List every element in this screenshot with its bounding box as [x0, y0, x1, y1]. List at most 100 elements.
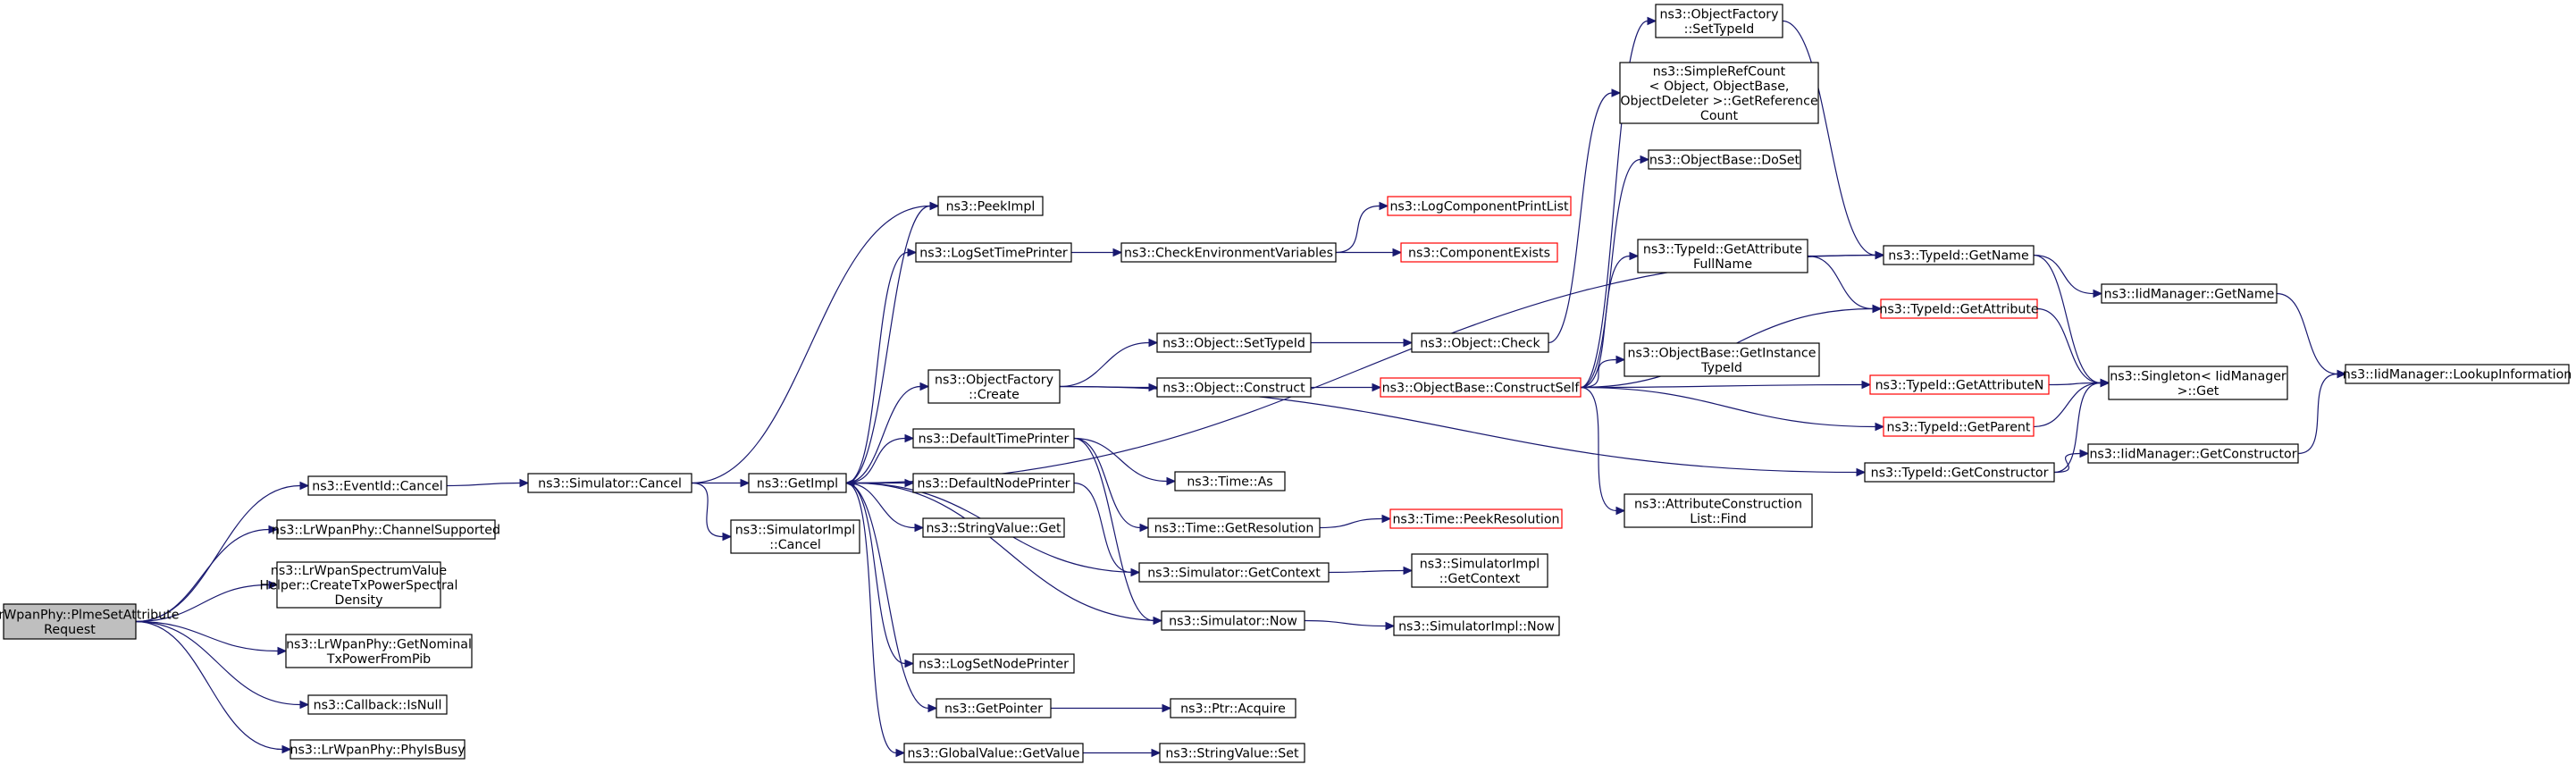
node-label: ns3::ObjectFactory	[1660, 7, 1779, 21]
edge-arrowhead	[1403, 338, 1414, 348]
edge-defaulttimeprinter-to-time-getresolution	[1073, 437, 1150, 533]
node-box	[1389, 508, 1563, 529]
edge-defaulttimeprinter-to-time-as	[1073, 437, 1177, 486]
edge-root-to-get-nominal	[135, 620, 288, 656]
node-simimpl-getcontext[interactable]: ns3::SimulatorImpl::GetContext	[1411, 553, 1548, 588]
node-peekimpl[interactable]: ns3::PeekImpl	[937, 196, 1044, 216]
node-box	[912, 653, 1075, 674]
node-getimpl[interactable]: ns3::GetImpl	[748, 473, 847, 493]
node-typeid-getattribute[interactable]: ns3::TypeId::GetAttribute	[1879, 298, 2039, 319]
node-typeid-getname[interactable]: ns3::TypeId::GetName	[1883, 245, 2035, 265]
node-ptr-acquire[interactable]: ns3::Ptr::Acquire	[1170, 698, 1296, 718]
node-box	[1120, 242, 1337, 263]
node-objectbase-constructself[interactable]: ns3::ObjectBase::ConstructSelf	[1380, 377, 1582, 398]
edge-objectbase-constructself-to-typeid-getparent	[1580, 386, 1885, 432]
node-iidmanager-getname[interactable]: ns3::IidManager::GetName	[2101, 283, 2278, 304]
node-time-as[interactable]: ns3::Time::As	[1174, 471, 1286, 492]
node-logcomponentprintlist[interactable]: ns3::LogComponentPrintList	[1387, 196, 1572, 216]
node-logsetnodeprinter[interactable]: ns3::LogSetNodePrinter	[912, 653, 1075, 674]
node-label: ns3::LogComponentPrintList	[1389, 200, 1569, 214]
node-componentexists[interactable]: ns3::ComponentExists	[1400, 242, 1558, 263]
node-channel-supported[interactable]: ns3::LrWpanPhy::ChannelSupported	[272, 519, 500, 540]
node-label: ns3::GlobalValue::GetValue	[908, 747, 1080, 761]
edge-line	[135, 528, 270, 623]
node-label: ns3::Object::SetTypeId	[1162, 337, 1305, 351]
node-spectrum-helper[interactable]: ns3::LrWpanSpectrumValueHelper::CreateTx…	[260, 561, 458, 609]
node-object-check[interactable]: ns3::Object::Check	[1411, 332, 1549, 353]
node-simimpl-now[interactable]: ns3::SimulatorImpl::Now	[1393, 616, 1560, 636]
edge-line	[845, 482, 929, 710]
node-box	[527, 473, 692, 493]
node-singleton-get[interactable]: ns3::Singleton< IidManager>::Get	[2108, 365, 2288, 400]
edge-object-construct-to-objectbase-constructself	[1311, 382, 1382, 392]
node-objectbase-doset[interactable]: ns3::ObjectBase::DoSet	[1648, 149, 1801, 170]
node-time-getresolution[interactable]: ns3::Time::GetResolution	[1147, 517, 1321, 538]
node-box	[912, 473, 1075, 493]
node-stringvalue-get[interactable]: ns3::StringValue::Get	[922, 517, 1065, 538]
node-box	[1393, 616, 1560, 636]
edge-line	[2297, 373, 2338, 455]
node-object-settypeid[interactable]: ns3::Object::SetTypeId	[1156, 332, 1312, 353]
node-label: ns3::IidManager::LookupInformation	[2343, 368, 2572, 382]
node-label: ns3::ComponentExists	[1408, 247, 1550, 261]
node-simplerefcount[interactable]: ns3::SimpleRefCount< Object, ObjectBase,…	[1619, 62, 1819, 124]
edge-objfactory-create-to-object-settypeid	[1059, 338, 1159, 388]
node-iidmanager-getconstructor[interactable]: ns3::IidManager::GetConstructor	[2087, 443, 2299, 464]
node-stringvalue-set[interactable]: ns3::StringValue::Set	[1159, 743, 1305, 763]
edge-sim-now-to-simimpl-now	[1304, 619, 1396, 631]
node-eventid-cancel[interactable]: ns3::EventId::Cancel	[307, 475, 448, 496]
edge-line	[2036, 307, 2102, 384]
node-sim-getcontext[interactable]: ns3::Simulator::GetContext	[1138, 562, 1330, 583]
node-globalvalue-getvalue[interactable]: ns3::GlobalValue::GetValue	[903, 743, 1084, 763]
node-defaulttimeprinter[interactable]: ns3::DefaultTimePrinter	[912, 428, 1075, 449]
node-box	[2108, 365, 2288, 400]
edge-arrowhead	[1611, 88, 1622, 97]
edge-arrowhead	[1861, 380, 1872, 390]
node-objfactory-create[interactable]: ns3::ObjectFactory::Create	[927, 369, 1061, 404]
edge-arrowhead	[1148, 338, 1159, 348]
edge-line	[1580, 20, 1649, 389]
node-callback-isnull[interactable]: ns3::Callback::IsNull	[307, 694, 448, 715]
node-sim-cancel[interactable]: ns3::Simulator::Cancel	[527, 473, 692, 493]
node-logsettimeprinter[interactable]: ns3::LogSetTimePrinter	[915, 242, 1072, 263]
edge-arrowhead	[1629, 251, 1640, 261]
node-getpointer[interactable]: ns3::GetPointer	[936, 698, 1052, 718]
node-typeid-getparent[interactable]: ns3::TypeId::GetParent	[1883, 416, 2035, 437]
node-objfactory-settypeid[interactable]: ns3::ObjectFactory::SetTypeId	[1655, 4, 1783, 38]
node-label: ::Create	[969, 388, 1019, 402]
edge-line	[2033, 254, 2102, 384]
edge-arrowhead	[927, 703, 938, 713]
node-checkenv[interactable]: ns3::CheckEnvironmentVariables	[1120, 242, 1337, 263]
edge-arrowhead	[2100, 378, 2110, 388]
edge-objectbase-constructself-to-objfactory-settypeid	[1580, 16, 1657, 389]
node-simimpl-cancel[interactable]: ns3::SimulatorImpl::Cancel	[730, 519, 860, 554]
node-time-peekresolution[interactable]: ns3::Time::PeekResolution	[1389, 508, 1563, 529]
node-sim-now[interactable]: ns3::Simulator::Now	[1161, 610, 1305, 631]
edge-arrowhead	[844, 478, 855, 488]
node-box	[915, 242, 1072, 263]
node-label: ns3::ObjectBase::DoSet	[1649, 154, 1800, 168]
node-defaultnodeprinter[interactable]: ns3::DefaultNodePrinter	[912, 473, 1075, 493]
node-typeid-getconstructor[interactable]: ns3::TypeId::GetConstructor	[1864, 462, 2055, 483]
node-iidmanager-lookupinformation[interactable]: ns3::IidManager::LookupInformation	[2343, 364, 2572, 384]
edge-arrowhead	[929, 201, 940, 211]
node-label: Count	[1700, 109, 1739, 123]
node-box	[1880, 298, 2038, 319]
node-object-construct[interactable]: ns3::Object::Construct	[1156, 377, 1312, 398]
node-label: ns3::Object::Check	[1420, 337, 1540, 351]
node-label: ns3::TypeId::GetName	[1888, 249, 2028, 264]
node-typeid-getattributen[interactable]: ns3::TypeId::GetAttributeN	[1869, 374, 2050, 395]
node-phy-isbusy[interactable]: ns3::LrWpanPhy::PhyIsBusy	[289, 739, 466, 760]
edge-line	[845, 205, 931, 484]
edge-arrowhead	[2079, 449, 2090, 458]
edge-line	[845, 437, 906, 484]
edge-checkenv-to-logcomponentprintlist	[1335, 201, 1389, 254]
edge-line	[2053, 452, 2081, 474]
node-box	[1883, 245, 2035, 265]
